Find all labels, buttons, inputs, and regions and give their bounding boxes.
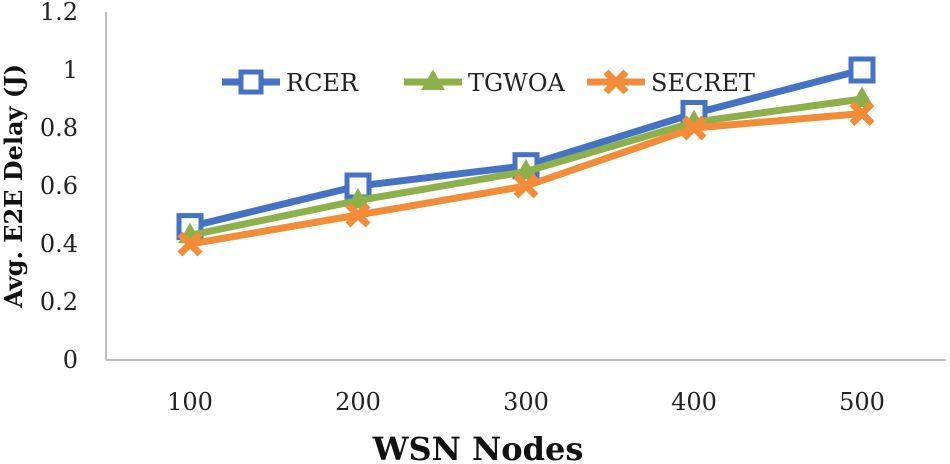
axes <box>105 12 946 361</box>
data-point <box>603 69 629 95</box>
data-point <box>850 86 874 107</box>
series-tgwoa <box>178 86 874 244</box>
data-point <box>849 101 875 126</box>
x-tick-labels: 100 200 300 400 500 <box>167 388 885 416</box>
legend-item-rcer: RCER <box>222 69 359 97</box>
y-axis-title: Avg. E2E Delay (J) <box>0 64 28 309</box>
data-point <box>848 56 876 84</box>
legend-label: SECRET <box>651 69 755 97</box>
y-tick-label: 0.8 <box>40 114 78 142</box>
x-tick-label: 500 <box>839 388 885 416</box>
legend-item-tgwoa: TGWOA <box>404 69 566 97</box>
legend: RCER TGWOA SECRET <box>222 69 755 97</box>
y-tick-label: 0.2 <box>40 288 78 316</box>
y-tick-label: 0 <box>63 346 78 374</box>
x-tick-label: 400 <box>671 388 717 416</box>
x-tick-label: 200 <box>335 388 381 416</box>
x-tick-label: 100 <box>167 388 213 416</box>
x-axis-title: WSN Nodes <box>372 430 584 464</box>
data-point <box>238 69 264 95</box>
data-point <box>177 231 203 257</box>
series-group <box>176 56 876 257</box>
y-tick-label: 0.6 <box>40 172 78 200</box>
x-tick-label: 300 <box>503 388 549 416</box>
data-point <box>514 159 538 180</box>
y-tick-label: 1 <box>63 56 78 84</box>
data-point <box>681 115 707 141</box>
data-point <box>345 202 371 228</box>
y-tick-label: 0.4 <box>40 230 78 258</box>
legend-label: RCER <box>286 69 359 97</box>
y-tick-labels: 0 0.2 0.4 0.6 0.8 1 1.2 <box>40 0 78 374</box>
data-point <box>421 69 445 90</box>
y-tick-label: 1.2 <box>40 0 78 26</box>
legend-item-secret: SECRET <box>587 69 755 97</box>
series-secret <box>177 101 875 257</box>
legend-label: TGWOA <box>468 69 566 97</box>
data-point <box>346 188 370 209</box>
data-point <box>513 173 539 199</box>
